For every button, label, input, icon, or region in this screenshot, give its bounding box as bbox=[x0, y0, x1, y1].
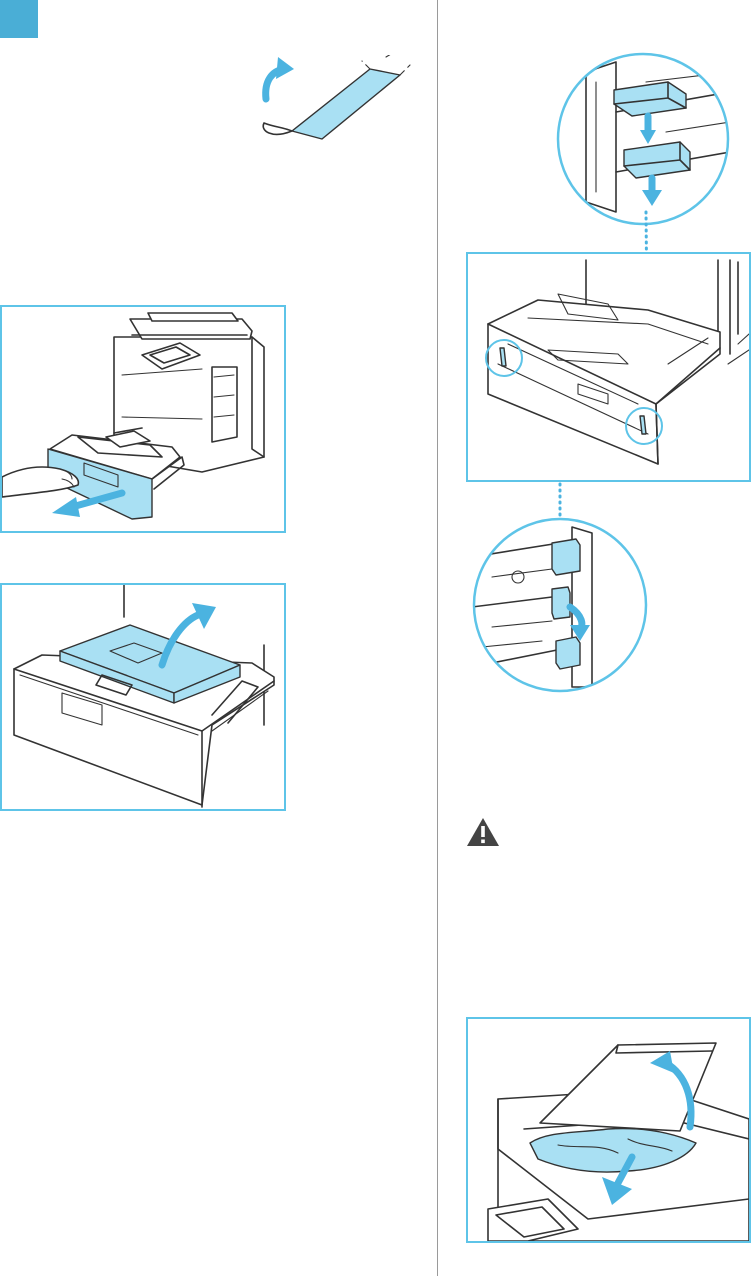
paper-drawer-guides-illustration bbox=[466, 252, 751, 482]
guide-lock-zoom-bottom bbox=[472, 517, 648, 693]
step-number-marker bbox=[0, 0, 38, 38]
pull-out-drawer-illustration bbox=[0, 305, 286, 533]
feeder-jam-illustration bbox=[466, 1017, 751, 1243]
guide-lock-zoom-top bbox=[556, 52, 730, 226]
peel-sheet-icon bbox=[250, 55, 420, 140]
column-divider bbox=[437, 0, 438, 1276]
warning-triangle-icon bbox=[466, 817, 500, 847]
remove-jammed-paper-illustration bbox=[0, 583, 286, 811]
